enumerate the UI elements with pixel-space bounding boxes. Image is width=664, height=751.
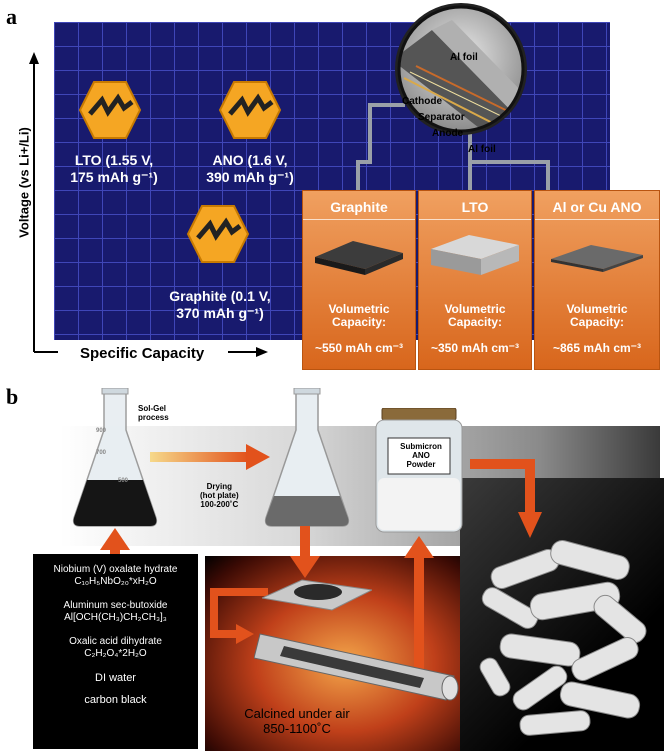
furnace-tube <box>254 633 459 701</box>
erlenmeyer-flask-drying <box>264 388 350 527</box>
drying-label: Drying (hot plate) 100-200˚C <box>200 482 239 509</box>
card-capacity-label: Volumetric Capacity: <box>535 303 659 329</box>
panel-b-label: b <box>6 384 19 409</box>
card-capacity-line1: Volumetric <box>328 302 390 316</box>
card-capacity-line1: Volumetric <box>444 302 506 316</box>
electrode-slab-ano <box>551 245 643 272</box>
flask-mark-900: 900 <box>96 428 107 434</box>
arrow-down-right <box>470 459 542 538</box>
cathode-label: Cathode <box>402 96 442 107</box>
separator-label: Separator <box>418 112 465 123</box>
al-foil-bottom-label: Al foil <box>468 144 496 155</box>
card-title: Al or Cu ANO <box>552 199 642 215</box>
flask-mark-500: 500 <box>118 478 129 484</box>
graphite-label-line2: 370 mAh g⁻¹) <box>176 305 264 321</box>
y-axis-label: Voltage (vs Li+/Li) <box>16 127 32 238</box>
jar-line1: Submicron <box>400 442 442 451</box>
drying-line2: (hot plate) <box>200 491 239 500</box>
cell-cross-section-zoom <box>395 3 527 135</box>
card-capacity-line1: Volumetric <box>566 302 628 316</box>
powder-jar <box>375 408 463 533</box>
solgel-line1: Sol-Gel <box>138 404 167 413</box>
precursor-2-formula: Al[OCH(CH₃)CH₂CH₃]₃ <box>64 612 167 623</box>
ano-label-line2: 390 mAh g⁻¹) <box>206 169 294 185</box>
panel-a: a Voltage (vs Li+/Li) Specific Capacity … <box>0 0 664 375</box>
lto-label: LTO (1.55 V, 175 mAh g⁻¹) <box>54 152 174 186</box>
x-axis-label: Specific Capacity <box>80 345 205 362</box>
panel-b: b 900 700 500 Sol-Gel process Drying (ho… <box>0 378 664 751</box>
arrow-up <box>404 536 434 686</box>
lto-label-line2: 175 mAh g⁻¹) <box>70 169 158 185</box>
card-title: Graphite <box>330 199 388 215</box>
arrow-right <box>150 444 270 470</box>
battery-hex-icon <box>78 81 142 139</box>
al-foil-top-label: Al foil <box>450 52 478 63</box>
anode-label: Anode <box>432 128 464 139</box>
jar-label: Submicron ANO Powder <box>386 442 456 469</box>
card-capacity-value: ~865 mAh cm⁻³ <box>552 341 642 355</box>
card-graphite: Graphite Volumetric Capacity: ~550 mAh c… <box>302 190 416 370</box>
lto-label-line1: LTO (1.55 V, <box>74 152 154 168</box>
drying-line1: Drying <box>206 482 232 491</box>
ano-label: ANO (1.6 V, 390 mAh g⁻¹) <box>190 152 310 186</box>
ano-label-line1: ANO (1.6 V, <box>212 152 288 168</box>
card-capacity-line2: Capacity: <box>569 315 625 329</box>
card-capacity-label: Volumetric Capacity: <box>419 303 531 329</box>
axes-arrows <box>29 52 550 357</box>
erlenmeyer-flask-solgel <box>72 388 158 527</box>
precursor-3-name: Oxalic acid dihydrate <box>69 636 162 647</box>
arrow-down <box>290 526 320 578</box>
card-capacity-label: Volumetric Capacity: <box>303 303 415 329</box>
precursor-4: DI water <box>95 672 136 684</box>
solgel-label: Sol-Gel process <box>138 404 169 422</box>
powder-plate <box>262 579 372 611</box>
card-ano: Al or Cu ANO Volumetric Capacity: ~865 m… <box>534 190 660 370</box>
precursor-3-formula: C₂H₂O₄*2H₂O <box>84 648 147 659</box>
precursor-list: Niobium (V) oxalate hydrate C₁₀H₅NbO₂₀*x… <box>33 564 198 706</box>
battery-hex-icon <box>186 205 250 263</box>
calcined-label: Calcined under air 850-1100˚C <box>222 706 372 736</box>
electrode-slab-graphite <box>315 241 403 275</box>
battery-hex-icon <box>218 81 282 139</box>
card-capacity-line2: Capacity: <box>331 315 387 329</box>
flask-mark-700: 700 <box>96 450 107 456</box>
precursor-1-formula: C₁₀H₅NbO₂₀*xH₂O <box>74 576 157 587</box>
panel-a-label: a <box>6 4 17 29</box>
card-capacity-line2: Capacity: <box>447 315 503 329</box>
arrow-hook <box>210 588 268 644</box>
precursor-5: carbon black <box>84 694 147 706</box>
card-capacity-value: ~350 mAh cm⁻³ <box>430 341 520 355</box>
jar-line3: Powder <box>406 460 436 469</box>
jar-line2: ANO <box>412 451 430 460</box>
precursor-2-name: Aluminum sec-butoxide <box>63 600 168 611</box>
graphite-label: Graphite (0.1 V, 370 mAh g⁻¹) <box>150 288 290 322</box>
graphite-label-line1: Graphite (0.1 V, <box>169 288 271 304</box>
card-lto: LTO Volumetric Capacity: ~350 mAh cm⁻³ <box>418 190 532 370</box>
card-capacity-value: ~550 mAh cm⁻³ <box>314 341 404 355</box>
electrode-slab-lto <box>431 235 519 275</box>
ano-crystals <box>479 540 647 736</box>
solgel-line2: process <box>138 413 169 422</box>
calcined-line2: 850-1100˚C <box>263 721 331 736</box>
card-title: LTO <box>461 199 489 215</box>
drying-line3: 100-200˚C <box>200 500 239 509</box>
precursor-box <box>33 554 198 749</box>
calcined-line1: Calcined under air <box>244 706 350 721</box>
precursor-1-name: Niobium (V) oxalate hydrate <box>53 564 178 575</box>
